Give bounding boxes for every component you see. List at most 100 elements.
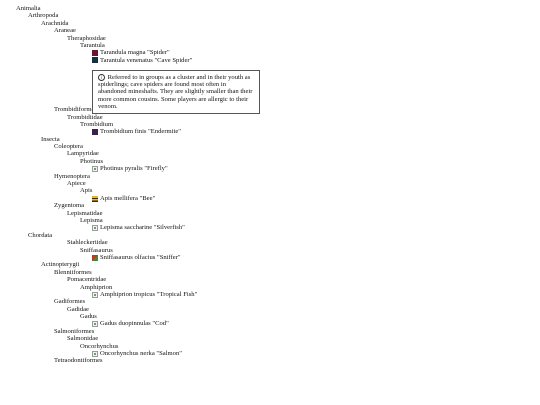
taxon-item[interactable]: Trombidiformes — [0, 106, 540, 113]
tooltip-text: Referred to in groups as a cluster and i… — [98, 74, 253, 110]
info-icon: i — [98, 74, 105, 81]
node-label: Gadidae — [67, 305, 89, 313]
broken-image-icon — [92, 165, 98, 172]
node-label: Amphiprion tropicus "Tropical Fish" — [100, 290, 198, 298]
species-item[interactable]: Amphiprion tropicus "Tropical Fish" — [0, 291, 540, 298]
node-label: Gadiformes — [54, 298, 86, 306]
node-label: Theraphosidae — [67, 34, 106, 42]
taxon-item[interactable]: Salmonidae — [0, 335, 540, 342]
taxon-item[interactable]: Theraphosidae — [0, 35, 540, 42]
species-item[interactable]: Apis mellifera "Bee" — [0, 195, 540, 202]
node-label: Arachnida — [41, 19, 69, 27]
node-label: Tetraodontiformes — [54, 357, 103, 365]
node-label: Hymenoptera — [54, 172, 90, 180]
taxon-item[interactable]: Hymenoptera — [0, 173, 540, 180]
node-label: Lepisma — [80, 216, 103, 224]
taxon-item[interactable]: Oncorhynchus — [0, 343, 540, 350]
sniffer-icon — [92, 254, 98, 261]
node-label: Arthropoda — [28, 12, 59, 20]
taxon-item[interactable]: Insecta — [0, 136, 540, 143]
endermite-icon — [92, 128, 98, 135]
node-label: Zygentoma — [54, 202, 85, 210]
node-label: Lampyridae — [67, 150, 99, 158]
taxon-item[interactable]: Amphiprion — [0, 284, 540, 291]
node-label: Blenniiformes — [54, 268, 92, 276]
taxon-item[interactable]: Stahleckeriidae — [0, 239, 540, 246]
tooltip-cave-spider: i Referred to in groups as a cluster and… — [92, 70, 260, 115]
node-label: Animalia — [16, 5, 41, 12]
taxon-item[interactable]: Pomacentridae — [0, 276, 540, 283]
node-label: Lepismatidae — [67, 209, 103, 217]
taxon-item[interactable]: Trombidium — [0, 121, 540, 128]
node-label: Gadus — [80, 313, 97, 321]
broken-image-icon — [92, 350, 98, 357]
taxon-item[interactable]: Arthropoda — [0, 12, 540, 19]
node-label: Tarandula magna "Spider" — [100, 49, 170, 57]
broken-image-icon — [92, 225, 98, 232]
node-label: Araneae — [54, 27, 76, 35]
node-label: Apis — [80, 187, 93, 195]
broken-image-icon — [92, 291, 98, 298]
node-label: Tarantula — [80, 41, 105, 49]
species-item[interactable]: Trombidium finis "Endermite" — [0, 128, 540, 135]
bee-icon — [92, 195, 98, 202]
node-label: Pomacentridae — [67, 276, 107, 284]
taxon-item[interactable]: Tetraodontiformes — [0, 357, 540, 364]
node-label: Stahleckeriidae — [67, 239, 108, 247]
broken-image-icon — [92, 321, 98, 328]
taxon-item[interactable]: Chordata — [0, 232, 540, 239]
node-label: Salmonidae — [67, 335, 99, 343]
node-label: Coleoptera — [54, 143, 83, 151]
node-label: Apis mellifera "Bee" — [100, 194, 156, 202]
taxon-item[interactable]: Apiece — [0, 180, 540, 187]
species-item[interactable]: Oncorhynchus nerka "Salmon" — [0, 350, 540, 357]
node-label: Trombidium — [80, 120, 114, 128]
species-item[interactable]: Tarandula magna "Spider" — [0, 49, 540, 56]
cave-spider-icon — [92, 57, 98, 64]
taxon-item[interactable]: Gadus — [0, 313, 540, 320]
node-label: Sniffasaurus — [80, 246, 113, 254]
node-label: Trombidium finis "Endermite" — [100, 128, 181, 136]
taxon-item[interactable]: Trombidiidae — [0, 114, 540, 121]
taxon-item[interactable]: Apis — [0, 187, 540, 194]
node-label: Sniffasaurus olfacius "Sniffer" — [100, 253, 181, 261]
species-item[interactable]: Sniffasaurus olfacius "Sniffer" — [0, 254, 540, 261]
node-label: Amphiprion — [80, 283, 113, 291]
spider-icon — [92, 50, 98, 57]
node-label: Gadus duopinnulas "Cod" — [100, 320, 169, 328]
node-label: Oncorhynchus — [80, 342, 119, 350]
node-label: Insecta — [41, 135, 60, 143]
node-label: Photinus — [80, 157, 104, 165]
taxon-item[interactable]: Actinopterygii — [0, 261, 540, 268]
taxon-item[interactable]: Zygentoma — [0, 202, 540, 209]
taxon-item[interactable]: Araneae — [0, 27, 540, 34]
taxon-item[interactable]: Tarantula — [0, 42, 540, 49]
taxon-item[interactable]: Sniffasaurus — [0, 247, 540, 254]
node-label: Lepisma saccharine "Silverfish" — [100, 224, 185, 232]
node-label: Chordata — [28, 231, 53, 239]
node-label: Tarantula venenatus "Cave Spider" — [100, 56, 193, 64]
node-label: Trombidiidae — [67, 113, 103, 121]
taxon-item[interactable]: Lampyridae — [0, 150, 540, 157]
taxon-item[interactable]: Salmoniformes — [0, 328, 540, 335]
taxon-item[interactable]: Coleoptera — [0, 143, 540, 150]
species-item[interactable]: Photinus pyralis "Firefly" — [0, 165, 540, 172]
node-label: Trombidiformes — [54, 106, 97, 114]
taxon-item[interactable]: Lepismatidae — [0, 210, 540, 217]
taxon-item[interactable]: Animalia — [0, 5, 540, 12]
taxon-item[interactable]: Gadidae — [0, 306, 540, 313]
taxon-item[interactable]: Photinus — [0, 158, 540, 165]
taxon-item[interactable]: Lepisma — [0, 217, 540, 224]
node-label: Apiece — [67, 180, 86, 188]
node-label: Actinopterygii — [41, 261, 80, 269]
taxon-item[interactable]: Gadiformes — [0, 298, 540, 305]
node-label: Photinus pyralis "Firefly" — [100, 165, 168, 173]
species-item[interactable]: Tarantula venenatus "Cave Spider" — [0, 57, 540, 64]
node-label: Salmoniformes — [54, 327, 95, 335]
taxon-item[interactable]: Blenniiformes — [0, 269, 540, 276]
species-item[interactable]: Gadus duopinnulas "Cod" — [0, 320, 540, 327]
species-item[interactable]: Lepisma saccharine "Silverfish" — [0, 224, 540, 231]
node-label: Oncorhynchus nerka "Salmon" — [100, 350, 182, 358]
taxon-item[interactable]: Arachnida — [0, 20, 540, 27]
